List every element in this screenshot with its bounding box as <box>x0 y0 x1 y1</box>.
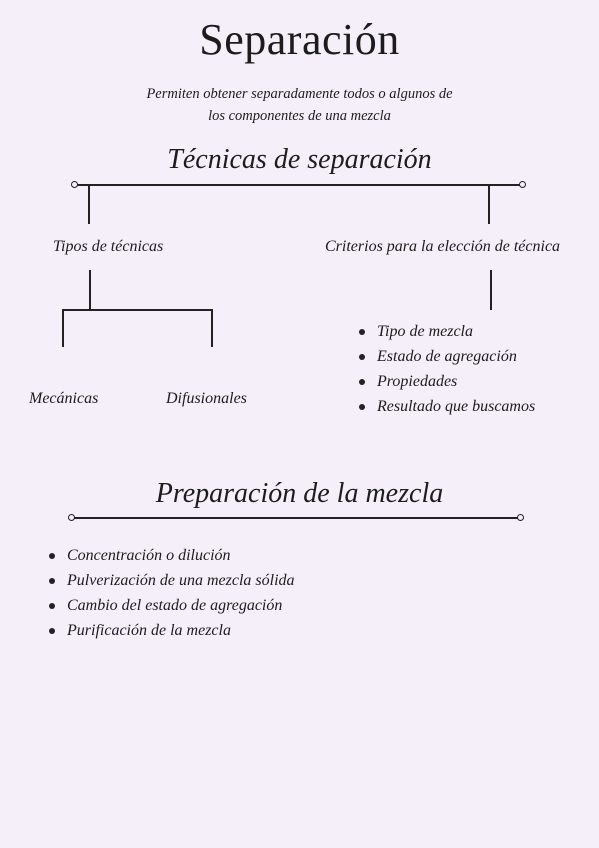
branch-label-types: Tipos de técnicas <box>53 238 164 255</box>
page-title: Separación <box>199 15 400 64</box>
type-mechanical: Mecánicas <box>29 390 99 407</box>
branch-label-criteria: Criterios para la elección de técnica <box>325 238 561 255</box>
criteria-stem <box>490 270 492 310</box>
list-item: Pulverización de una mezcla sólida <box>47 568 295 593</box>
list-item: Resultado que buscamos <box>357 394 535 419</box>
list-item: Tipo de mezcla <box>357 319 535 344</box>
section-heading-preparation: Preparación de la mezcla <box>155 478 444 509</box>
connector-left <box>88 186 90 224</box>
divider-line <box>77 184 522 186</box>
list-item: Concentración o dilución <box>47 543 295 568</box>
types-stem <box>89 270 91 310</box>
criteria-list: Tipo de mezcla Estado de agregación Prop… <box>357 319 535 419</box>
list-item: Propiedades <box>357 369 535 394</box>
preparation-list: Concentración o dilución Pulverización d… <box>47 543 295 643</box>
list-item: Estado de agregación <box>357 344 535 369</box>
types-bracket-right <box>211 309 213 347</box>
list-item: Cambio del estado de agregación <box>47 593 295 618</box>
connector-right <box>488 186 490 224</box>
types-bracket <box>62 309 213 311</box>
page-subtitle: Permiten obtener separadamente todos o a… <box>0 83 599 127</box>
subtitle-line-1: Permiten obtener separadamente todos o a… <box>146 86 453 102</box>
subtitle-line-2: los componentes de una mezcla <box>208 108 391 124</box>
divider-end-dot-left <box>68 514 75 521</box>
divider-end-dot-left <box>71 181 78 188</box>
types-bracket-left <box>62 309 64 347</box>
list-item: Purificación de la mezcla <box>47 618 295 643</box>
divider-line <box>74 517 520 519</box>
divider-end-dot-right <box>519 181 526 188</box>
section-heading-techniques: Técnicas de separación <box>167 144 432 175</box>
type-diffusional: Difusionales <box>166 390 247 407</box>
divider-end-dot-right <box>517 514 524 521</box>
